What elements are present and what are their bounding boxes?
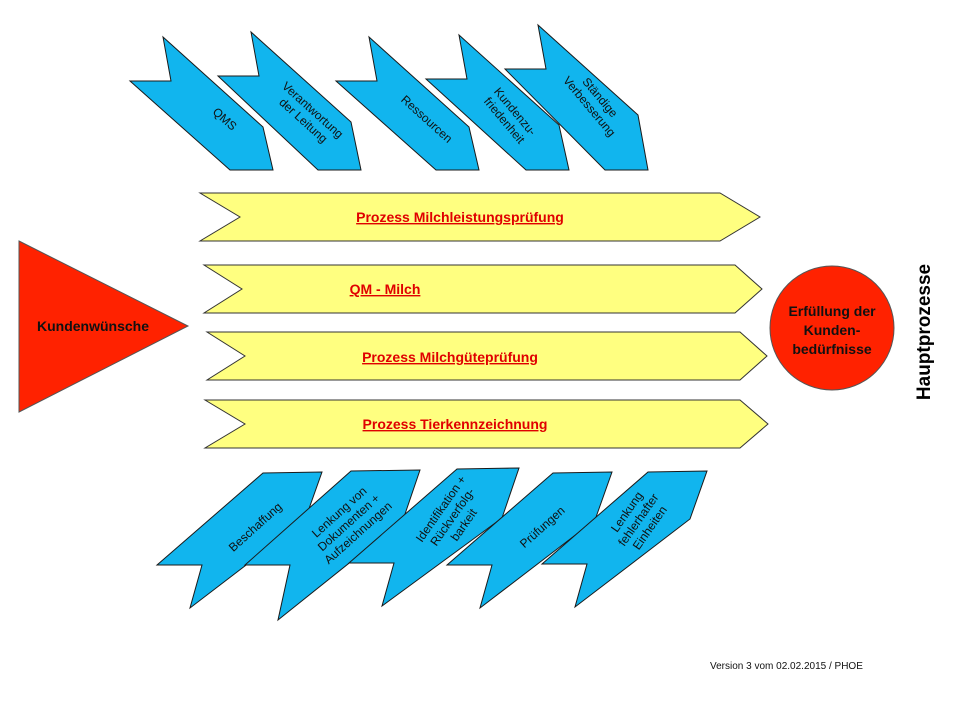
process-arrow-milchguetepruefung: Prozess Milchgüteprüfung [205, 331, 768, 381]
top-chevron-kundenzufriedenheit: Kundenzu-friedenheit [424, 33, 570, 171]
process-link[interactable]: Prozess Milchgüteprüfung [362, 349, 538, 365]
process-arrow-milchleistungspruefung: Prozess Milchleistungsprüfung [198, 192, 761, 242]
top-chevron-qms: QMS [128, 35, 274, 171]
process-arrow-qm-milch: QM - Milch [202, 264, 763, 314]
process-link[interactable]: Prozess Milchleistungsprüfung [356, 209, 564, 225]
input-label: Kundenwünsche [37, 318, 149, 334]
label: bedürfnisse [792, 341, 872, 357]
process-link[interactable]: QM - Milch [350, 281, 421, 297]
top-chevron-verbesserung: StändigeVerbesserung [503, 23, 649, 171]
footer-version: Version 3 vom 02.02.2015 / PHOE [710, 661, 863, 672]
process-arrow-tierkennzeichnung: Prozess Tierkennzeichnung [203, 399, 769, 449]
bottom-chevron-identifikation: Identifikation +Rückverfolg-barkeit [347, 467, 520, 608]
input-triangle: Kundenwünsche [18, 240, 190, 413]
label: Kunden- [804, 322, 861, 338]
process-link[interactable]: Prozess Tierkennzeichnung [363, 416, 548, 432]
bottom-chevron-pruefungen: Prüfungen [445, 471, 613, 610]
side-label: Hauptprozesse [914, 264, 935, 400]
label: Erfüllung der [788, 303, 876, 319]
bottom-chevron-lenkung-dokumente: Lenkung vonDokumenten +Aufzeichnungen [243, 469, 421, 622]
